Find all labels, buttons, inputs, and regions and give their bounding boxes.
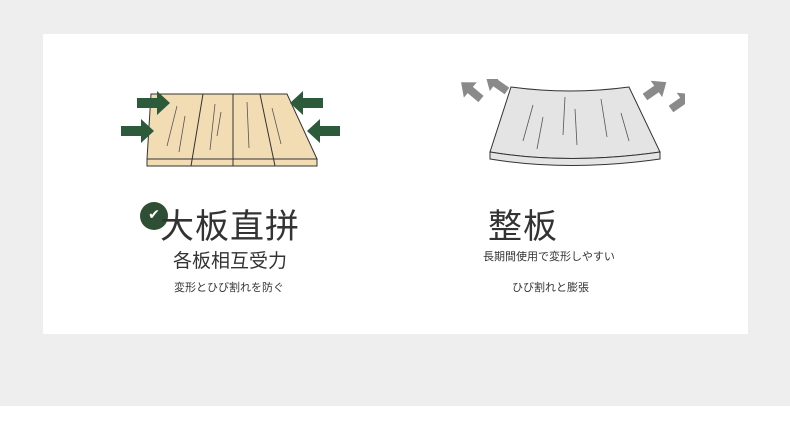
joined-board-note: 変形とひび割れを防ぐ — [174, 281, 284, 294]
solid-board-title: 整板 — [488, 207, 558, 247]
comparison-card: ✔ 大板直拼 各板相互受力 変形とひび割れを防ぐ 整板 長期間使 — [43, 34, 748, 334]
joined-board-section: ✔ 大板直拼 各板相互受力 変形とひび割れを防ぐ — [43, 34, 403, 334]
page-footer-strip — [0, 406, 790, 426]
arrow-out-icon — [461, 79, 685, 113]
arrow-in-icon — [121, 91, 340, 143]
joined-board-title: 大板直拼 — [160, 207, 300, 247]
solid-board-note: ひび割れと膨張 — [512, 281, 589, 294]
joined-board-illustration — [121, 91, 340, 167]
solid-board-illustration — [461, 79, 685, 166]
solid-board-subtitle: 長期間使用で変形しやすい — [483, 250, 615, 263]
solid-board-section: 整板 長期間使用で変形しやすい ひび割れと膨張 — [403, 34, 748, 334]
solid-board-shape — [489, 86, 661, 159]
check-badge-icon: ✔ — [140, 202, 168, 230]
joined-board-subtitle: 各板相互受力 — [173, 250, 288, 272]
